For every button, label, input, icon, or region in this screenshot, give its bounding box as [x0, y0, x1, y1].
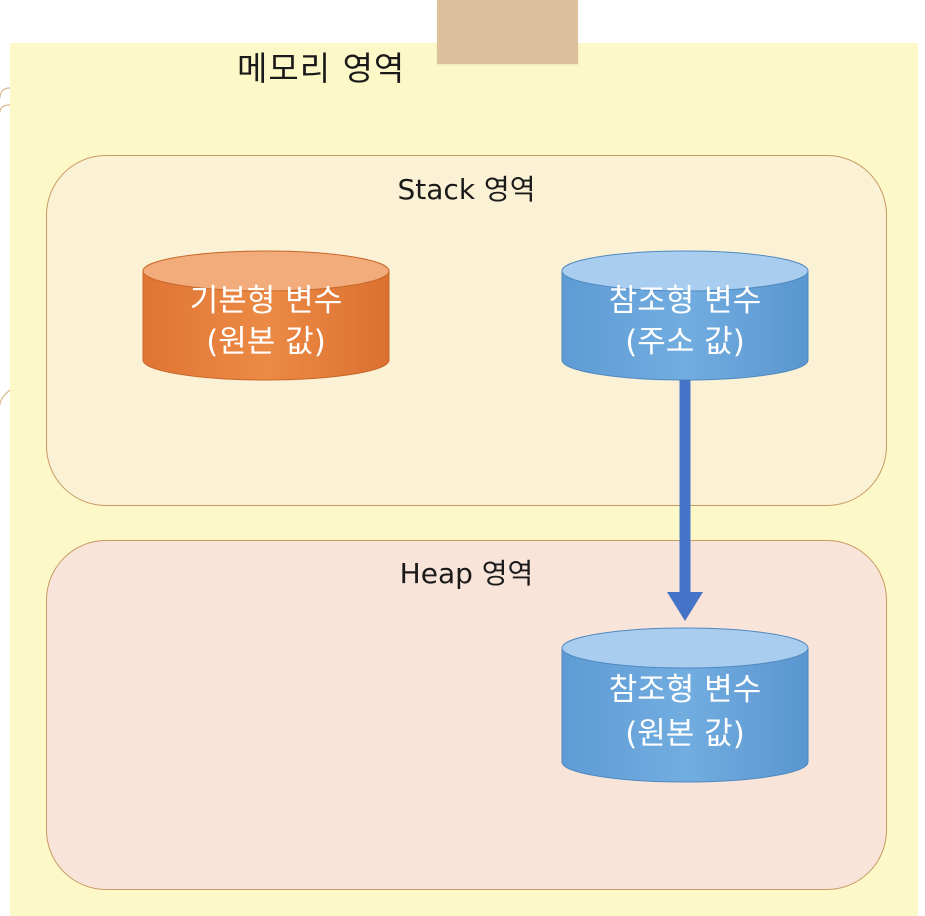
reference-arrow: [667, 380, 703, 621]
heap-region-title: Heap 영역: [399, 557, 534, 590]
reference-variable-label: 참조형 변수: [609, 283, 761, 319]
primitive-variable-cylinder: 기본형 변수 (원본 값): [142, 250, 390, 381]
tape-strip: [437, 0, 578, 64]
heap-object-label: 참조형 변수: [609, 672, 761, 708]
memory-area-title: 메모리 영역: [237, 49, 406, 88]
primitive-variable-sublabel: (원본 값): [206, 324, 326, 360]
primitive-variable-label: 기본형 변수: [190, 283, 342, 319]
reference-variable-cylinder: 참조형 변수 (주소 값): [561, 250, 809, 381]
stack-region-title: Stack 영역: [397, 173, 536, 206]
heap-object-sublabel: (원본 값): [625, 716, 745, 752]
reference-variable-sublabel: (주소 값): [625, 324, 745, 360]
heap-object-cylinder: 참조형 변수 (원본 값): [561, 627, 809, 783]
